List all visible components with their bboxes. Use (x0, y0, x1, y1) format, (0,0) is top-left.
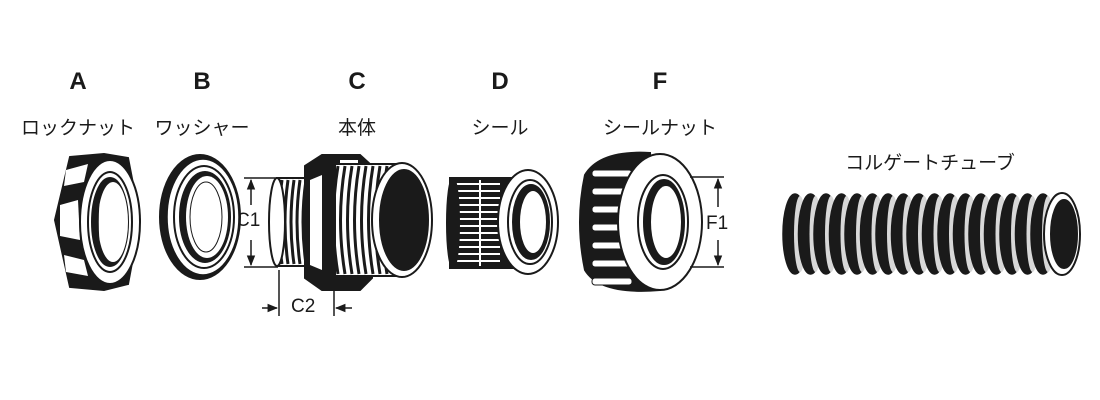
corrugated-tube-name: コルゲートチューブ (845, 152, 1015, 174)
part-c-name: 本体 (337, 117, 377, 139)
tube-ring-group (782, 193, 1072, 275)
part-f-letter: F (652, 68, 668, 95)
dimension-f1-label: F1 (706, 213, 729, 234)
part-a-name: ロックナット (20, 117, 136, 139)
seal-nut-rib (591, 277, 633, 286)
body-thread (367, 165, 375, 275)
seal-drawing (446, 169, 559, 275)
nose-thread (289, 179, 296, 265)
part-b-letter: B (193, 68, 211, 95)
part-d-name: シール (471, 117, 529, 139)
washer-drawing (159, 154, 241, 280)
body-thread (339, 165, 347, 275)
dimension-c2-lines (262, 270, 352, 316)
seal-nut-rib (591, 169, 633, 178)
dimension-c2-label: C2 (291, 296, 316, 317)
body-thread (346, 165, 354, 275)
dimension-c1-lines (244, 177, 278, 268)
nose-thread (295, 179, 302, 265)
part-f-name: シールナット (602, 117, 718, 139)
corrugated-tube-drawing (782, 192, 1081, 276)
body-thread (360, 165, 368, 275)
seal-rib-group (456, 180, 500, 266)
body-thread (332, 165, 340, 275)
gland-body-drawing (268, 154, 433, 291)
part-a-letter: A (69, 68, 87, 95)
lock-nut-drawing (53, 152, 142, 292)
seal-nut-drawing (579, 151, 703, 292)
dimension-f1-lines (690, 176, 724, 268)
part-b-name: ワッシャー (154, 117, 250, 139)
body-thread (353, 165, 361, 275)
dimension-c1-label: C1 (236, 210, 261, 231)
part-c-letter: C (348, 68, 366, 95)
part-d-letter: D (491, 68, 509, 95)
